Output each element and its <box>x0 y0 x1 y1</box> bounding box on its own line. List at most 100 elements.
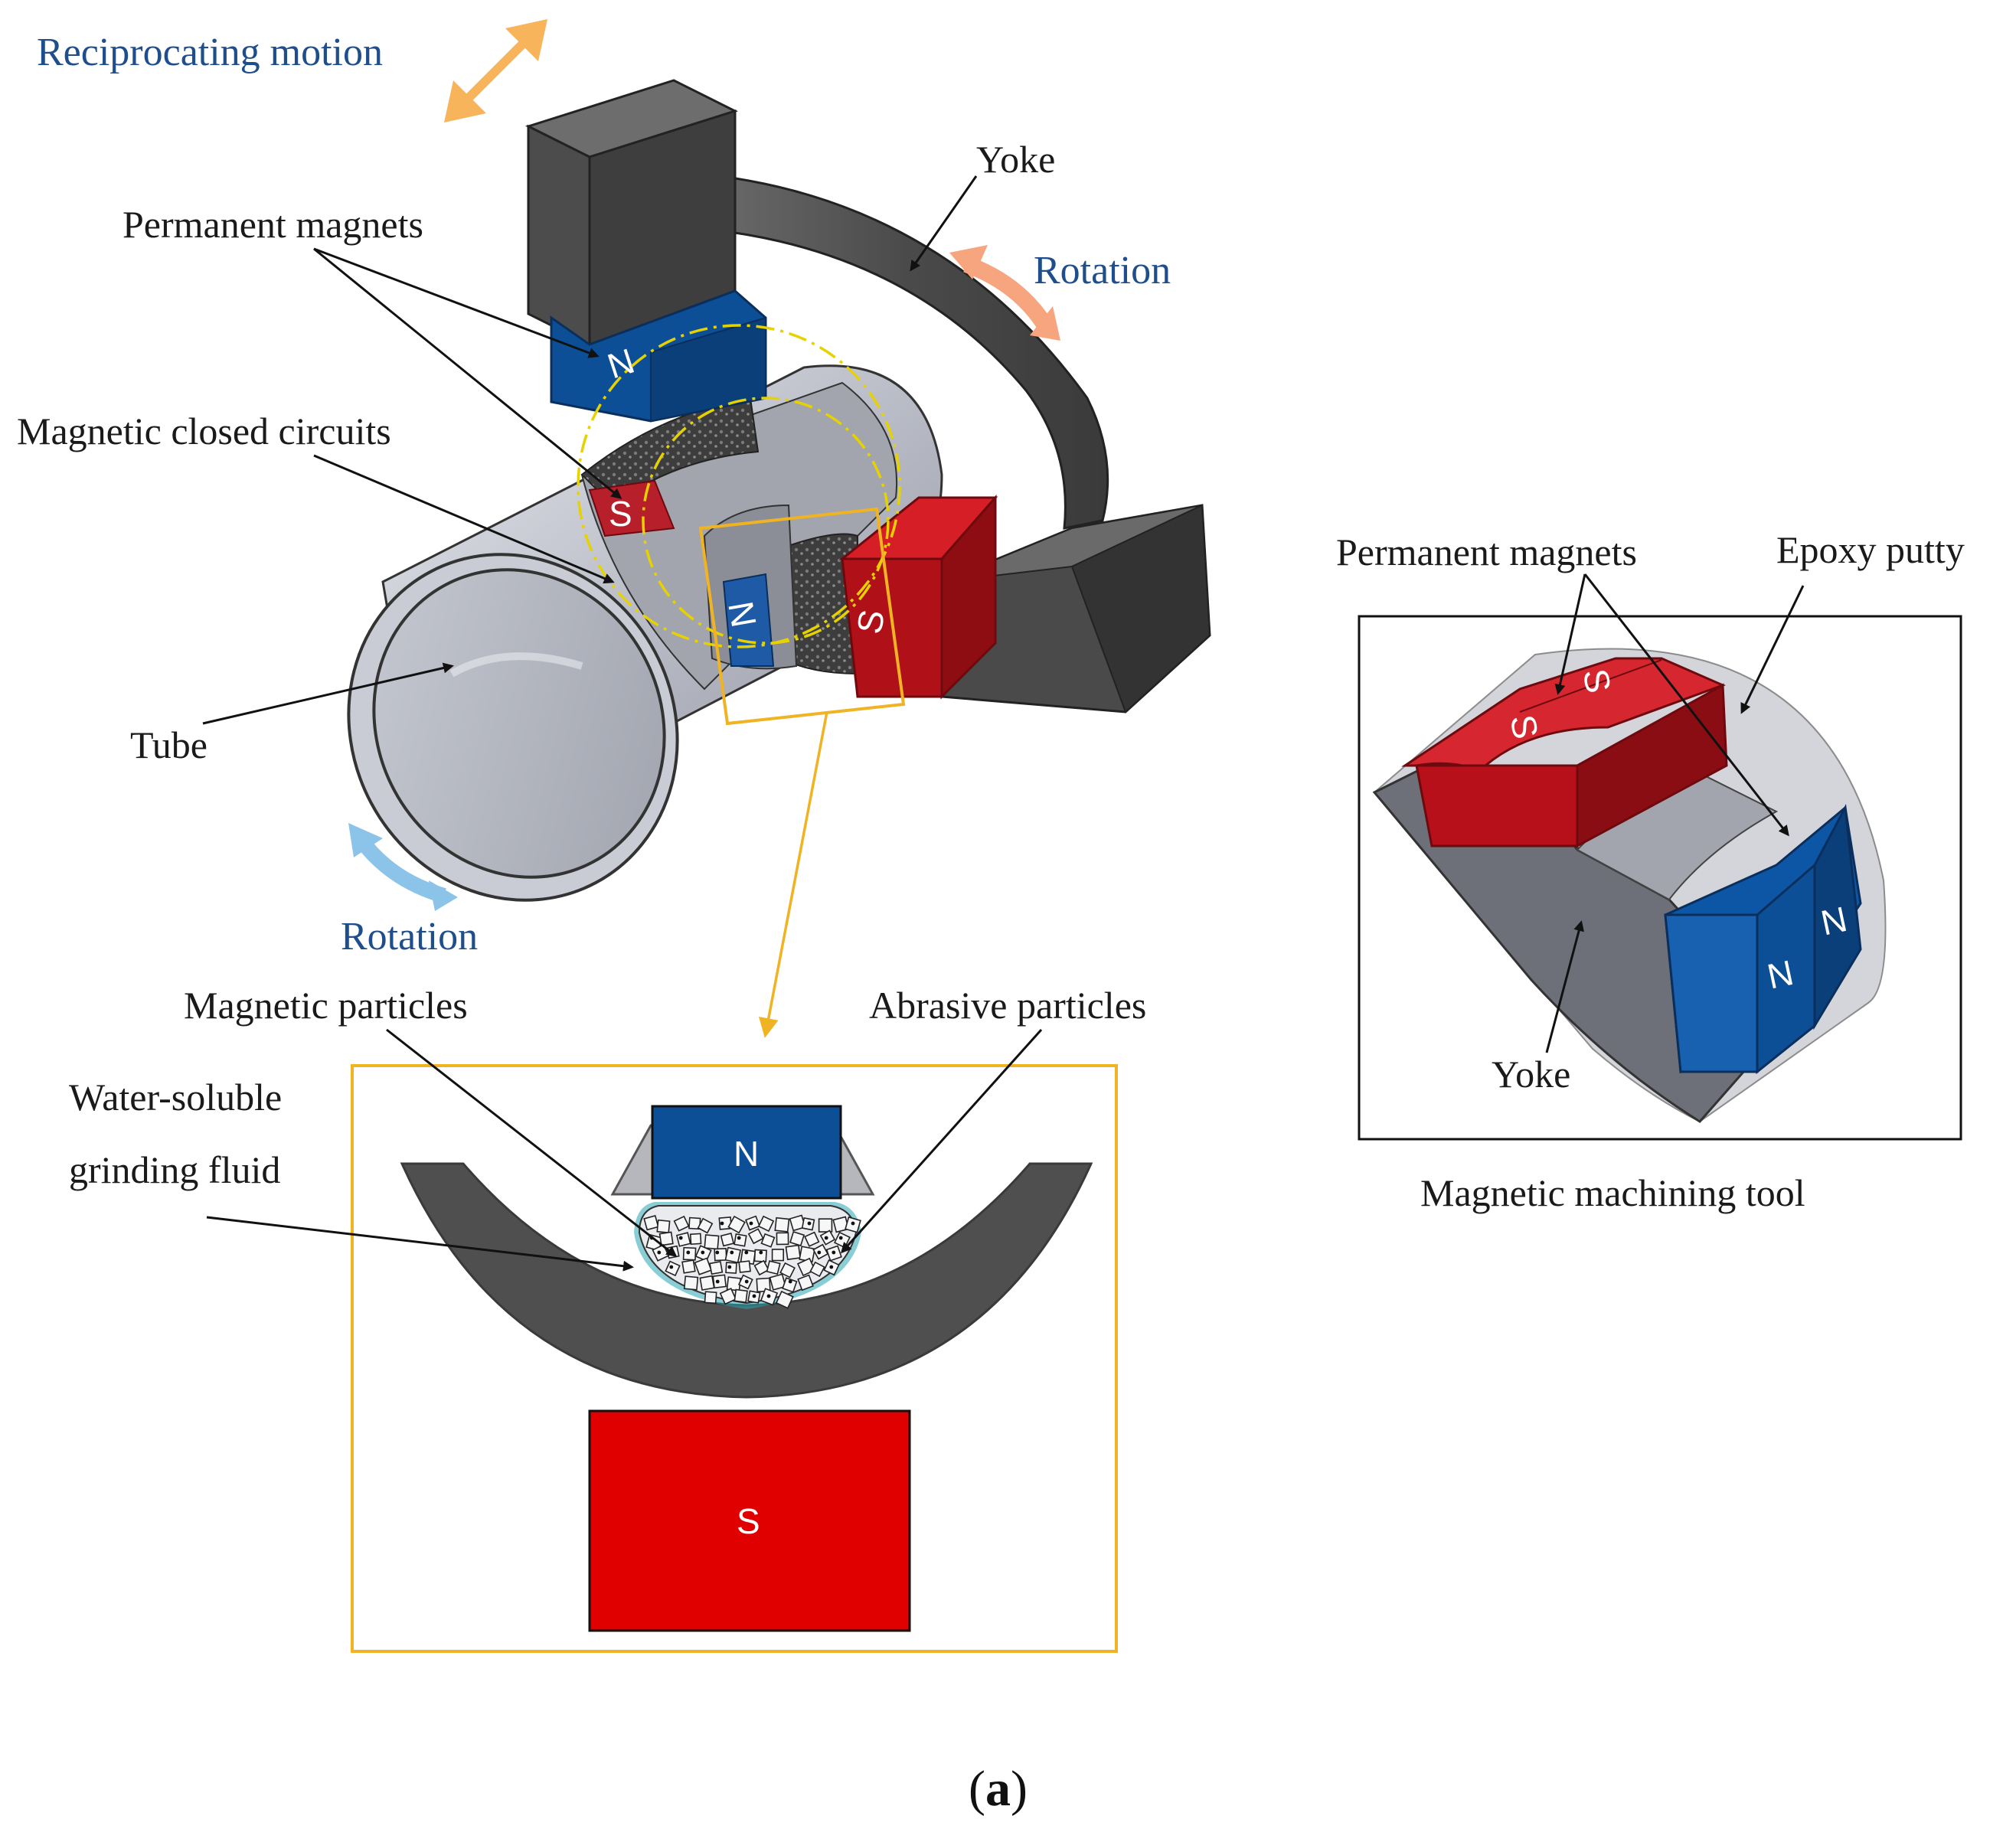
particle-dot <box>678 1236 683 1240</box>
detail-particle-cluster <box>634 1202 861 1309</box>
particle-grain <box>704 1234 720 1250</box>
label-permanent-magnets-right: Permanent magnets <box>1336 531 1637 573</box>
particle-grain <box>779 1262 796 1278</box>
label-water-soluble-line1: Water-soluble <box>69 1076 282 1118</box>
caption-letter: a <box>985 1761 1011 1817</box>
detail-leader-arrows <box>206 1028 1043 1272</box>
particle-dot <box>737 1236 741 1240</box>
particle-dot <box>669 1265 674 1269</box>
particle-grain <box>727 1215 746 1234</box>
top-yoke-block <box>525 79 738 347</box>
particle-grain <box>643 1214 659 1231</box>
label-yoke-top: Yoke <box>976 138 1055 181</box>
particle-grain <box>760 1233 776 1248</box>
particle-dot <box>817 1250 822 1255</box>
particle-grain <box>734 1288 748 1304</box>
pole-label-detail-s: S <box>737 1501 760 1541</box>
label-tool-caption: Magnetic machining tool <box>1420 1171 1805 1214</box>
particle-grain <box>681 1259 696 1274</box>
particle-grain <box>734 1233 747 1247</box>
particle-grain <box>809 1261 825 1278</box>
particle-grain <box>776 1232 789 1246</box>
particle-grain <box>774 1216 790 1233</box>
rotation-arrow-top-icon <box>949 245 1060 341</box>
particle-grain <box>709 1261 724 1275</box>
particle-grain <box>675 1232 691 1247</box>
particle-grain <box>704 1291 717 1305</box>
particle-grain <box>753 1249 767 1262</box>
particle-grain <box>720 1233 735 1247</box>
particle-grain <box>697 1217 714 1234</box>
label-magnetic-closed-circuits: Magnetic closed circuits <box>17 410 391 452</box>
label-tube: Tube <box>130 723 207 766</box>
particle-grain <box>804 1231 820 1247</box>
particle-dot <box>766 1294 771 1298</box>
particle-dot <box>832 1250 836 1255</box>
cutaway-region <box>580 381 898 691</box>
particle-grain <box>782 1277 798 1293</box>
machining-tool-panel: S S N N Permanent magnets Epoxy putty Yo… <box>1336 528 1965 1214</box>
particle-dot <box>824 1236 828 1240</box>
particle-grain <box>757 1215 775 1233</box>
detail-s-magnet: S <box>588 1409 911 1632</box>
particle-grain <box>656 1219 671 1234</box>
detail-inset: N S Magnetic particles Abrasive particle… <box>69 984 1146 1653</box>
rotation-arrow-bottom-icon <box>348 823 458 911</box>
particle-grain <box>797 1274 814 1292</box>
particle-grain <box>666 1245 680 1259</box>
particle-grain <box>714 1248 727 1262</box>
particle-dot <box>730 1250 734 1255</box>
top-n-magnet: N <box>550 289 767 423</box>
magnetic-field-lines <box>577 324 901 648</box>
particle-dot <box>715 1250 720 1255</box>
particle-grain <box>682 1246 697 1261</box>
particle-grain <box>712 1274 727 1289</box>
particle-grain <box>747 1228 764 1245</box>
particle-dot <box>759 1250 763 1255</box>
label-yoke-right: Yoke <box>1492 1053 1570 1096</box>
particle-grain <box>683 1275 699 1291</box>
particle-dot <box>657 1250 662 1255</box>
particle-grain <box>738 1260 751 1273</box>
particle-grain <box>775 1290 794 1309</box>
particle-grain <box>725 1262 737 1274</box>
particle-dot <box>715 1279 720 1284</box>
pole-label-detail-n: N <box>734 1134 759 1174</box>
reciprocating-arrow-icon <box>444 19 547 122</box>
tool-leader-arrows <box>1545 573 1805 1053</box>
particle-grain <box>658 1231 674 1246</box>
leader-arrows <box>202 175 978 725</box>
detail-n-magnet: N <box>651 1105 842 1200</box>
particle-grain <box>699 1275 715 1291</box>
particle-grain <box>665 1260 681 1277</box>
particle-dot <box>720 1221 724 1226</box>
particle-dot <box>752 1294 756 1298</box>
particle-dot <box>701 1250 705 1255</box>
particle-grain <box>673 1215 690 1232</box>
particle-grain <box>724 1246 742 1264</box>
inner-n-magnet: N <box>720 573 775 667</box>
particle-grain <box>769 1273 786 1291</box>
particle-grain <box>694 1257 712 1275</box>
particle-dot <box>744 1279 749 1284</box>
particle-grain <box>771 1249 785 1262</box>
caption-open-paren: ( <box>969 1761 985 1817</box>
tool-s-magnets: S S <box>1401 657 1728 850</box>
caption-close-paren: ) <box>1011 1761 1028 1817</box>
label-rotation-top: Rotation <box>1034 249 1171 292</box>
label-rotation-bottom: Rotation <box>341 915 478 958</box>
label-abrasive-particles: Abrasive particles <box>869 984 1146 1027</box>
particle-dot <box>749 1221 753 1226</box>
particle-grain <box>818 1218 833 1233</box>
label-water-soluble-line2: grinding fluid <box>69 1148 280 1191</box>
particle-grain <box>719 1288 737 1305</box>
figure-caption: (a) <box>969 1761 1028 1817</box>
particle-dot <box>727 1265 732 1269</box>
detail-curved-workpiece <box>400 1162 1093 1399</box>
particle-grain <box>789 1231 805 1247</box>
yoke-arc <box>711 175 1109 530</box>
detail-selection-frame <box>698 507 906 1038</box>
particle-grain <box>766 1260 781 1275</box>
particle-dot <box>838 1236 843 1240</box>
particle-dot <box>788 1279 792 1284</box>
